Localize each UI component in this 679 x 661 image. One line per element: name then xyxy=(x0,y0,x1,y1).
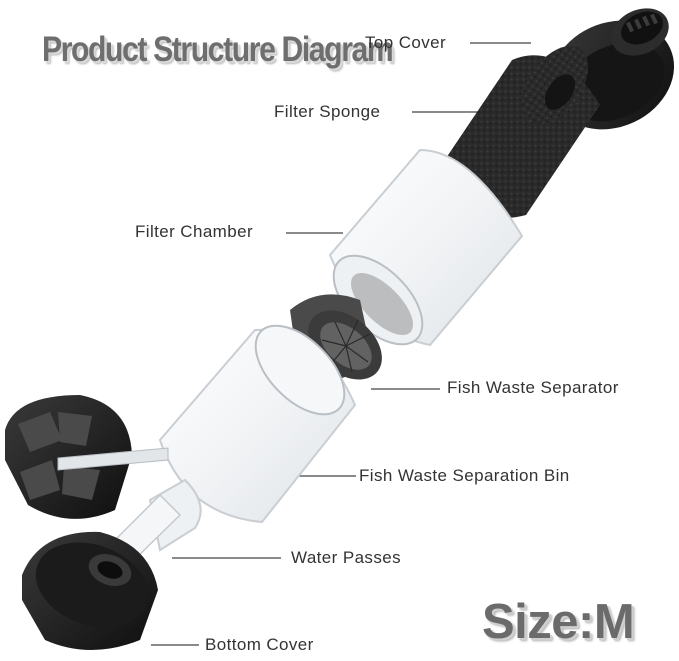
diffuser-plate-part xyxy=(5,395,168,519)
size-badge: Size:M xyxy=(482,594,634,650)
part-label-filter-chamber: Filter Chamber xyxy=(135,222,253,242)
part-label-fish-waste-separator: Fish Waste Separator xyxy=(447,378,619,398)
part-label-water-passes: Water Passes xyxy=(291,548,401,568)
diagram-title: Product Structure Diagram xyxy=(42,30,392,70)
part-label-fish-waste-separation-bin: Fish Waste Separation Bin xyxy=(359,466,570,486)
part-label-bottom-cover: Bottom Cover xyxy=(205,635,314,655)
part-label-top-cover: Top Cover xyxy=(365,33,446,53)
part-label-filter-sponge: Filter Sponge xyxy=(274,102,380,122)
